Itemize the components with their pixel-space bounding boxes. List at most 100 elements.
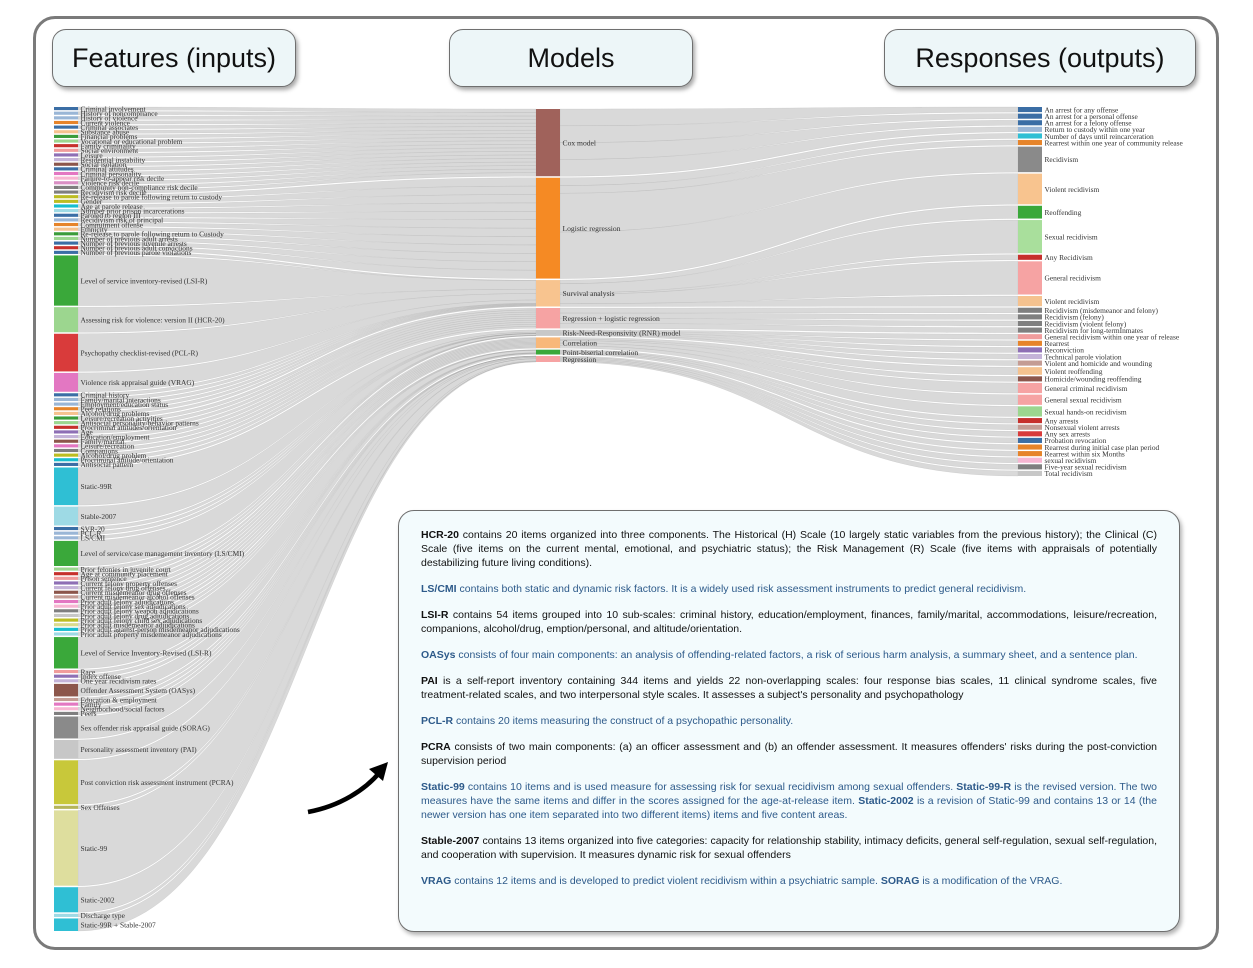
sankey-link <box>559 342 1019 406</box>
pointer-arrow <box>307 762 388 815</box>
feature-label: Family criminality <box>81 141 137 150</box>
feature-label: Prior adult misdemeanor adjudications <box>81 621 195 630</box>
response-label: An arrest for any offense <box>1045 105 1119 114</box>
instrument-description: LS/CMI contains both static and dynamic … <box>421 582 1157 596</box>
sankey-link <box>559 254 1019 295</box>
feature-node <box>54 586 78 590</box>
feature-label: Index offense <box>81 672 122 681</box>
feature-node <box>54 425 78 429</box>
feature-label: Prior adult against-person misdemeanor a… <box>81 625 240 634</box>
instrument-name: OASys <box>421 649 456 661</box>
feature-node <box>54 623 78 627</box>
feature-label: Alcohol/drug problem <box>81 451 147 460</box>
feature-node <box>54 397 78 402</box>
response-node <box>1018 133 1042 139</box>
response-label: Total recidivism <box>1045 469 1093 478</box>
feature-node <box>54 204 78 208</box>
feature-label: Static-2002 <box>81 896 115 905</box>
feature-node <box>54 130 78 134</box>
feature-node <box>54 887 78 913</box>
feature-node <box>54 185 78 189</box>
instrument-description: Stable-2007 contains 13 items organized … <box>421 834 1157 862</box>
sankey-link <box>559 307 1019 314</box>
feature-label: Violence risk appraisal guide (VRAG) <box>81 378 195 387</box>
response-node <box>1018 406 1042 417</box>
feature-label: Number of previous juvenile arrests <box>81 239 187 248</box>
response-node <box>1018 296 1042 307</box>
response-node <box>1018 173 1042 205</box>
instrument-name: Stable-2007 <box>421 835 480 847</box>
response-node <box>1018 120 1042 126</box>
feature-node <box>54 162 78 166</box>
response-node <box>1018 126 1042 132</box>
feature-node <box>54 307 78 333</box>
feature-label: One year recidivism rates <box>81 677 157 686</box>
feature-label: History of violence <box>81 114 139 123</box>
feature-node <box>54 430 78 434</box>
feature-node <box>54 572 78 576</box>
response-node <box>1018 431 1042 437</box>
feature-node <box>54 333 78 372</box>
feature-node <box>54 111 78 115</box>
response-node <box>1018 394 1042 405</box>
feature-label: Procriminal attitudes/orientation <box>81 423 177 432</box>
response-label: Reoffending <box>1045 208 1082 217</box>
sankey-flows <box>77 106 1019 932</box>
feature-label: Criminal personality <box>81 169 142 178</box>
sankey-link <box>77 326 537 467</box>
response-node <box>1018 376 1042 382</box>
response-label: Rearrest within one year of community re… <box>1045 138 1184 147</box>
feature-label: Number prior prison incarcerations <box>81 206 185 215</box>
feature-label: Prior adult property misdemeanor adjudic… <box>81 630 222 639</box>
feature-label: Current violence <box>81 118 131 127</box>
response-label: Violent and homicide and wounding <box>1045 359 1153 368</box>
feature-node <box>54 739 78 759</box>
response-node <box>1018 353 1042 360</box>
response-label: Technical parole violation <box>1045 352 1122 361</box>
feature-node <box>54 595 78 599</box>
feature-node <box>54 918 78 931</box>
responses-header: Responses (outputs) <box>884 29 1196 87</box>
feature-node <box>54 669 78 674</box>
feature-label: PCL-R <box>81 529 102 538</box>
feature-node <box>54 679 78 683</box>
feature-node <box>54 581 78 585</box>
feature-label: Leisure/recreation <box>81 442 135 451</box>
feature-node <box>54 444 78 448</box>
response-label: Recidivism for long-termInmates <box>1045 326 1144 335</box>
model-node <box>536 280 560 307</box>
description-text: contains 20 items measuring the construc… <box>453 715 794 727</box>
response-label: Any arrests <box>1045 416 1079 425</box>
feature-label: Level of service/case management invento… <box>81 549 245 558</box>
feature-label: Community non-compliance risk decile <box>81 183 199 192</box>
feature-node <box>54 236 78 241</box>
feature-node <box>54 576 78 580</box>
feature-label: Financial problems <box>81 132 138 141</box>
model-node <box>536 177 560 279</box>
description-text: contains 12 items and is developed to pr… <box>451 875 881 887</box>
feature-label: Current felony drug offenses <box>81 583 166 592</box>
feature-node <box>54 255 78 306</box>
response-node <box>1018 220 1042 254</box>
instrument-description: OASys consists of four main components: … <box>421 648 1157 662</box>
feature-label: Criminal history <box>81 391 130 400</box>
feature-label: Race <box>81 667 96 676</box>
feature-node <box>54 683 78 697</box>
instrument-name: SORAG <box>880 875 920 887</box>
response-node <box>1018 470 1042 476</box>
feature-label: Offender Assessment System (OASys) <box>81 686 196 695</box>
feature-label: Prior adult felony sex adjudications <box>81 602 186 611</box>
response-label: Any Recidivism <box>1045 253 1093 262</box>
sankey-link <box>559 330 1019 347</box>
model-label: Logistic regression <box>563 224 621 233</box>
description-text: contains 13 items organized into five ca… <box>421 835 1157 861</box>
sankey-link <box>559 295 1019 307</box>
feature-node <box>54 632 78 636</box>
feature-label: Employment/education status <box>81 400 169 409</box>
feature-node <box>54 453 78 457</box>
response-label: Violent recidivism <box>1045 185 1100 194</box>
response-label: Number of days until reincarceration <box>1045 132 1154 141</box>
response-label: sexual recidivism <box>1045 456 1097 465</box>
sankey-link <box>559 219 1019 294</box>
